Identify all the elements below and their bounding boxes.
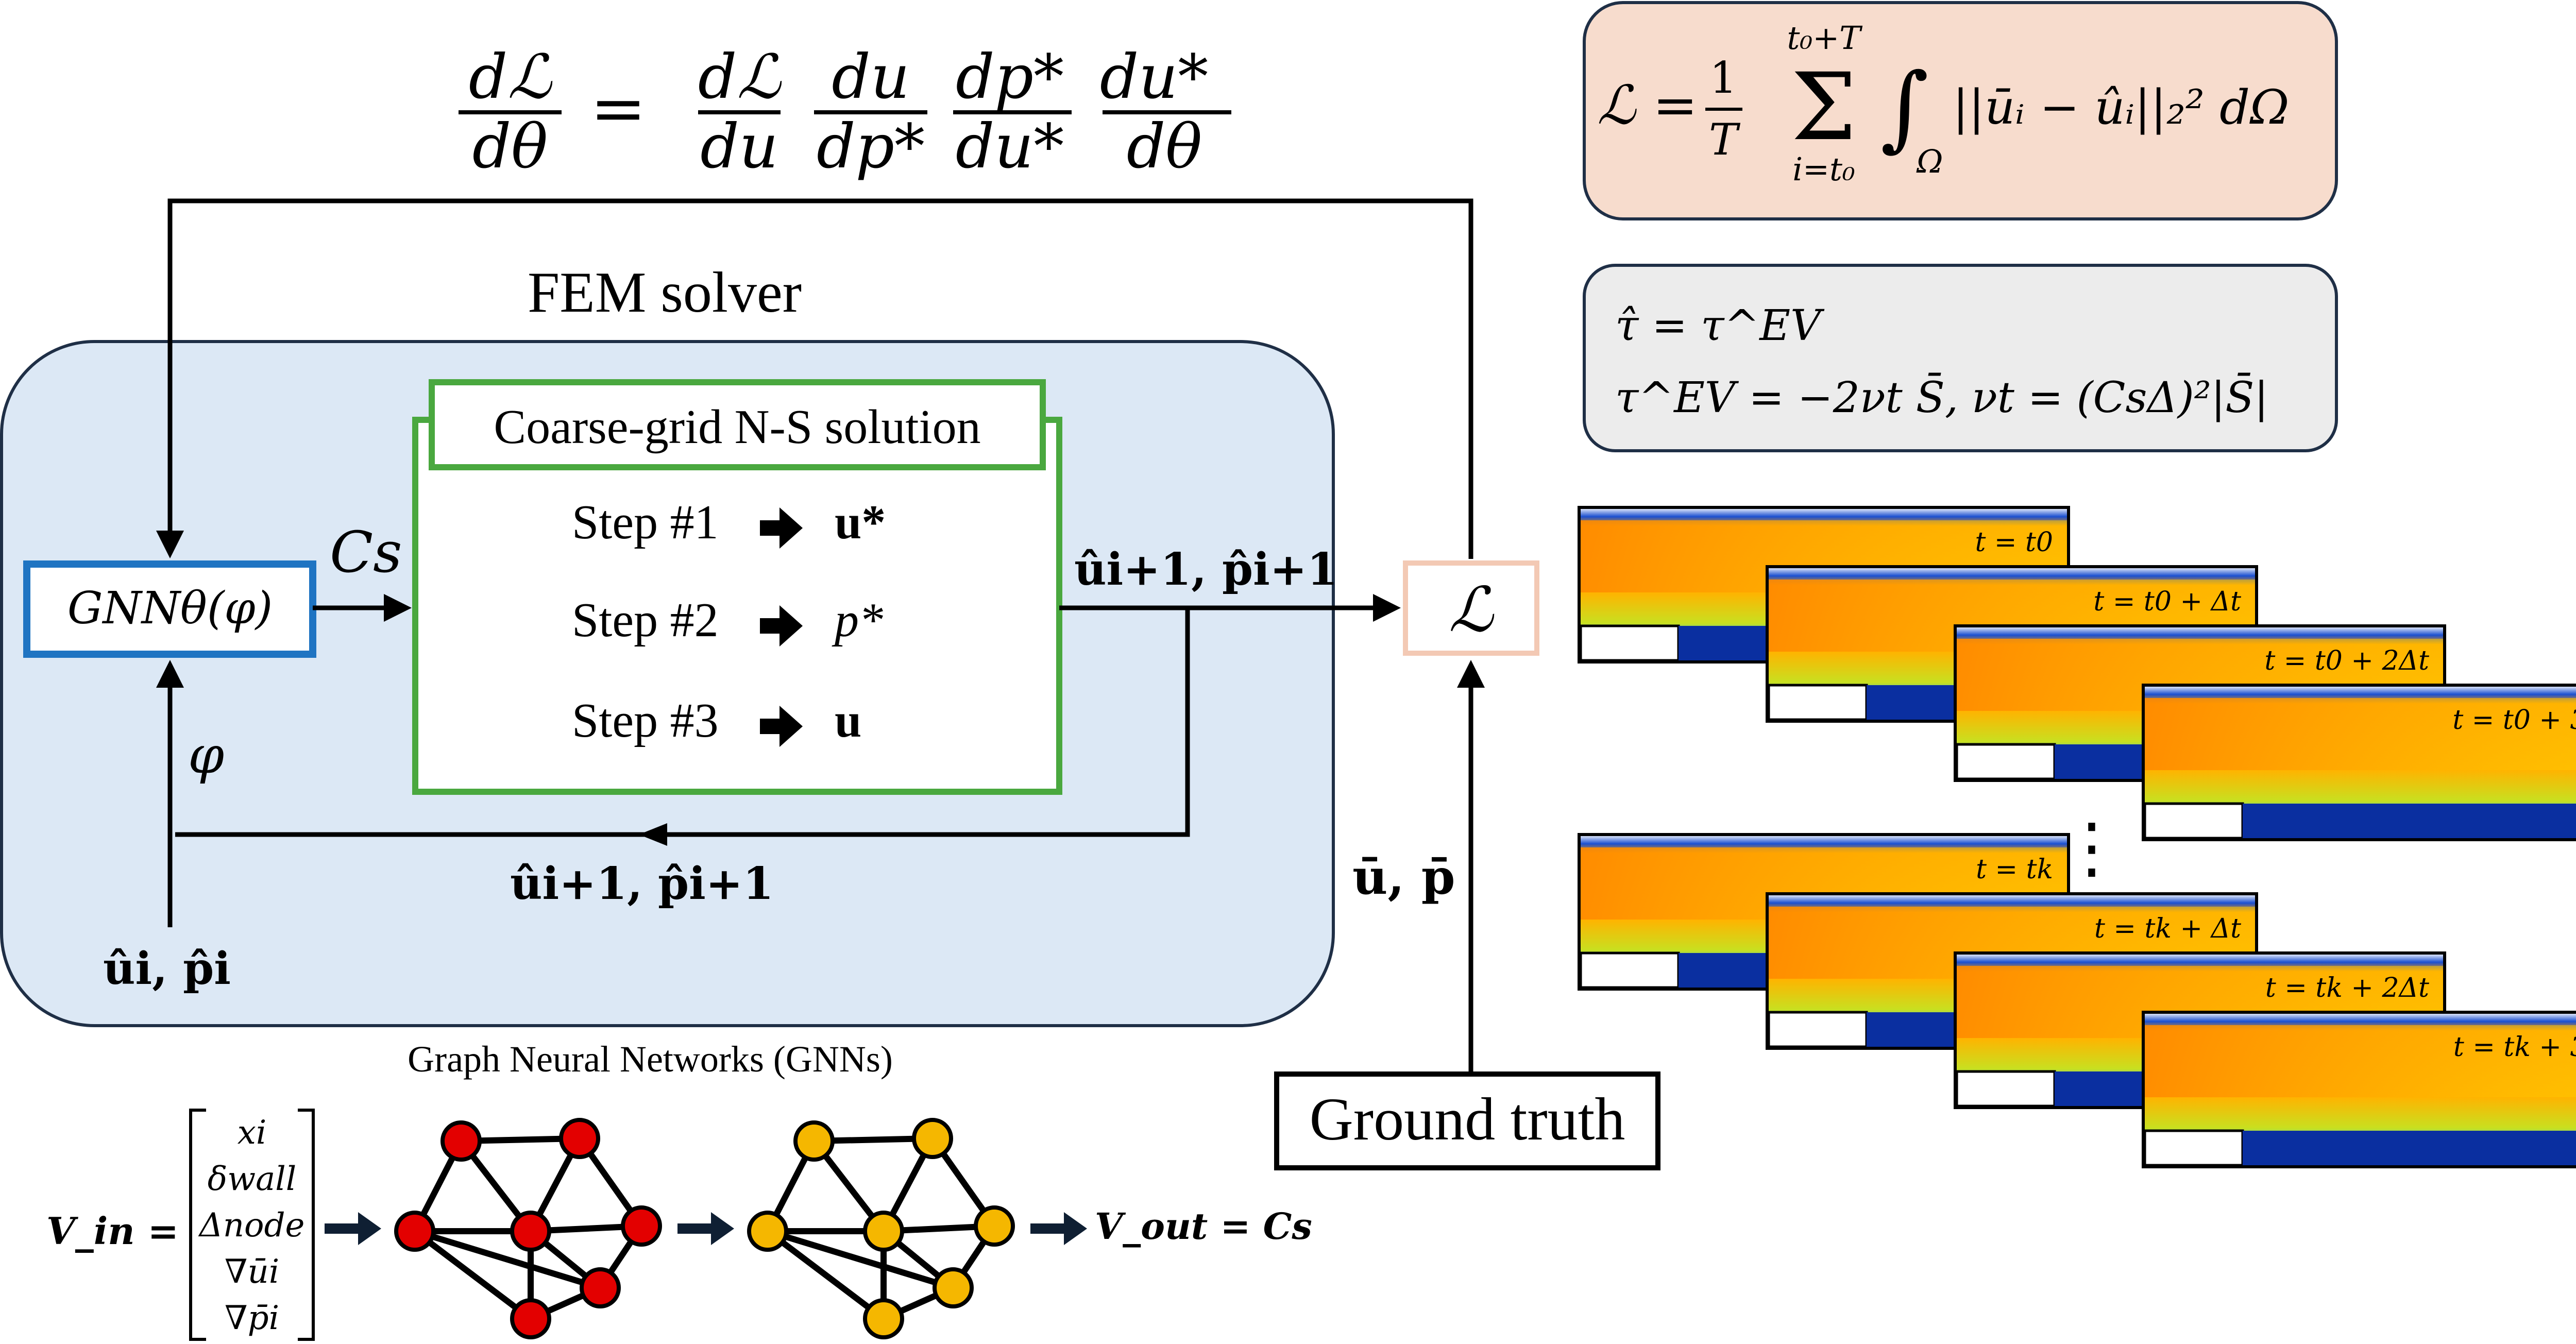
svg-text:Σ: Σ — [1791, 54, 1856, 161]
step-3-label: Step #3 — [572, 694, 719, 747]
eq-t1-num: dℒ — [698, 41, 782, 112]
feature-4: ∇p̄i — [225, 1299, 279, 1337]
step-2-arrow-icon — [760, 605, 803, 647]
red-node — [510, 1298, 551, 1339]
loss-symbol: ℒ — [1449, 574, 1495, 646]
step-3-arrow-icon — [760, 706, 803, 747]
ground-truth-box — [1274, 1071, 1660, 1170]
step-3-result: u — [835, 694, 861, 747]
snapshot-time-label: t = t0 + Δt — [2093, 586, 2241, 617]
step-1-arrow-icon — [760, 507, 803, 549]
snapshot-panel: t = t0 + 3Δt — [2142, 684, 2576, 841]
loss-formula-text: ℒ = (1/T) Σ_{i=t0}^{t0+T} ∫_Ω ||ūi − ûi|… — [1597, 215, 1607, 217]
svg-text:1: 1 — [1709, 53, 1737, 103]
closure-line-1: τ̂ = τ^EV — [1615, 301, 1825, 350]
loss-formula: ℒ = 1 T t₀+T Σ i=t₀ ∫ Ω ||ūᵢ − ûᵢ||₂² dΩ — [1597, 19, 2289, 188]
gnn-out-arrow-icon — [1030, 1212, 1087, 1245]
red-node — [510, 1211, 551, 1252]
snapshot-time-label: t = t0 + 3Δt — [2452, 705, 2576, 736]
eq-t2-num: du — [832, 41, 910, 112]
red-graph-nodes — [394, 1118, 662, 1339]
snapshot-time-label: t = t0 — [1975, 527, 2053, 558]
red-node — [440, 1120, 482, 1162]
svg-text:i=t₀: i=t₀ — [1792, 150, 1855, 188]
snapshot-ellipsis: ⋮ — [2058, 808, 2125, 887]
feature-0: xi — [238, 1114, 267, 1152]
eq-t3-den: du* — [956, 111, 1064, 182]
gradient-equation: dℒ dθ = dℒ du du dp* dp* du* du* dθ — [459, 41, 1231, 182]
snapshot-time-label: t = tk + 2Δt — [2265, 973, 2429, 1003]
yellow-node — [912, 1118, 953, 1159]
step-1-label: Step #1 — [572, 496, 719, 549]
yellow-node — [793, 1120, 835, 1162]
snapshot-panel: t = tk + 3Δt — [2142, 1011, 2576, 1168]
red-node — [394, 1211, 435, 1252]
snapshot-time-label: t = t0 + 2Δt — [2264, 645, 2429, 676]
phi-label: φ — [188, 725, 224, 785]
gnn-mid-arrow-icon — [677, 1212, 734, 1245]
closure-line-2: τ^EV = −2νt S̄, νt = (CsΔ)²|S̄| — [1615, 372, 2268, 422]
coarse-grid-title-box — [429, 379, 1046, 470]
eq-t1-den: du — [700, 111, 778, 182]
loss-formula-lhs: ℒ = — [1597, 74, 1698, 137]
feature-2: Δnode — [198, 1206, 305, 1245]
svg-text:∫: ∫ — [1880, 54, 1929, 161]
gnn-section-title: Graph Neural Networks (GNNs) — [408, 1039, 893, 1080]
step-2-result: p* — [832, 593, 883, 647]
eq-t4-num: du* — [1100, 41, 1209, 112]
step-list: Step #1 u* Step #2 p* Step #3 u — [572, 496, 886, 747]
feedback-arrow-icon — [639, 823, 667, 846]
snapshot-time-label: t = tk — [1976, 854, 2053, 885]
feedback-loop — [175, 608, 1190, 837]
matrix-right-bracket — [298, 1109, 315, 1341]
output-label: ûi+1, p̂i+1 — [1074, 543, 1338, 596]
eq-equals: = — [590, 69, 647, 147]
step-1-result: u* — [835, 496, 886, 549]
yellow-graph-nodes — [747, 1118, 1015, 1339]
feature-3: ∇ūi — [225, 1253, 279, 1291]
cs-label: Cs — [330, 519, 402, 585]
yellow-node — [863, 1298, 904, 1339]
eq-t2-den: dp* — [817, 111, 925, 182]
svg-text:t₀+T: t₀+T — [1787, 19, 1863, 57]
input-label: ûi, p̂i — [103, 943, 231, 995]
ground-truth-label: Ground truth — [1310, 1085, 1625, 1153]
step-2-label: Step #2 — [572, 593, 719, 647]
gnn-in-arrow-icon — [325, 1212, 381, 1245]
coarse-grid-box — [412, 417, 1062, 795]
coarse-grid-title: Coarse-grid N-S solution — [494, 400, 980, 454]
flow-snapshots: t = t0 t = t0 + Δt t = t0 + 2Δt t = t0 + 3Δ… — [1578, 506, 2576, 1168]
loss-box — [1403, 560, 1539, 656]
backprop-loop — [156, 198, 1473, 559]
svg-text:||ūᵢ − ûᵢ||₂² dΩ: ||ūᵢ − ûᵢ||₂² dΩ — [1953, 80, 2289, 135]
eq-t4-den: dθ — [1127, 111, 1202, 182]
gnn-box-label: GNNθ(φ) — [67, 583, 273, 634]
fem-solver-title: FEM solver — [528, 261, 802, 325]
snapshot-time-label: t = tk + Δt — [2094, 913, 2241, 944]
v-in-label: V_in = — [46, 1209, 179, 1253]
red-node — [580, 1267, 621, 1308]
matrix-left-bracket — [189, 1109, 206, 1341]
red-node — [621, 1205, 662, 1247]
yellow-node — [974, 1205, 1015, 1247]
svg-text:T: T — [1709, 114, 1741, 165]
closure-model-box — [1583, 264, 2338, 452]
eq-lhs-num: dℒ — [469, 41, 553, 112]
eq-t3-num: dp* — [956, 41, 1064, 112]
ground-truth-vars: ū, p̄ — [1352, 849, 1455, 906]
svg-text:Ω: Ω — [1916, 143, 1943, 180]
feedback-label: ûi+1, p̂i+1 — [510, 858, 774, 910]
yellow-node — [747, 1211, 788, 1252]
red-node — [559, 1118, 600, 1159]
yellow-node — [863, 1211, 904, 1252]
eq-lhs-den: dθ — [472, 111, 548, 182]
v-out-label: V_out = Cs — [1095, 1205, 1312, 1248]
feature-1: δwall — [208, 1160, 296, 1198]
loss-formula-box — [1583, 1, 2338, 220]
yellow-node — [933, 1267, 974, 1308]
snapshot-time-label: t = tk + 3Δt — [2453, 1032, 2576, 1063]
